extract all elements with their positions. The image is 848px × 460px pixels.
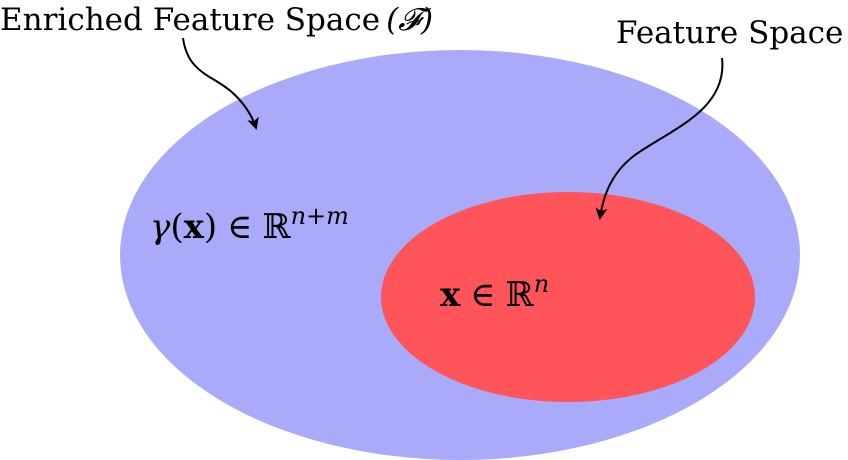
x-vector-symbol: x (184, 207, 205, 247)
feature-space-label: Feature Space (616, 15, 843, 51)
gamma-symbol: γ (150, 207, 171, 247)
feature-space-region (381, 192, 755, 402)
enriched-space-arrow (182, 37, 259, 130)
reals-symbol: ℝ (262, 207, 291, 247)
feature-space-arrow (595, 57, 724, 220)
enriched-feature-space-label: Enriched Feature Space(𝓕) (0, 2, 433, 38)
x-vector-symbol-inner: x (440, 275, 461, 315)
element-of-symbol: ∈ (227, 207, 252, 247)
exponent-n-plus-m: n+m (291, 202, 349, 230)
reals-symbol-inner: ℝ (505, 275, 534, 315)
enriched-feature-space-text: Enriched Feature Space (0, 2, 380, 38)
enriched-math-expression: γ(x)∈ℝn+m (150, 202, 349, 247)
enriched-feature-space-symbol: (𝓕) (386, 2, 433, 38)
feature-math-expression: x∈ℝn (440, 270, 549, 315)
exponent-n: n (534, 270, 549, 298)
element-of-symbol-inner: ∈ (470, 275, 495, 315)
